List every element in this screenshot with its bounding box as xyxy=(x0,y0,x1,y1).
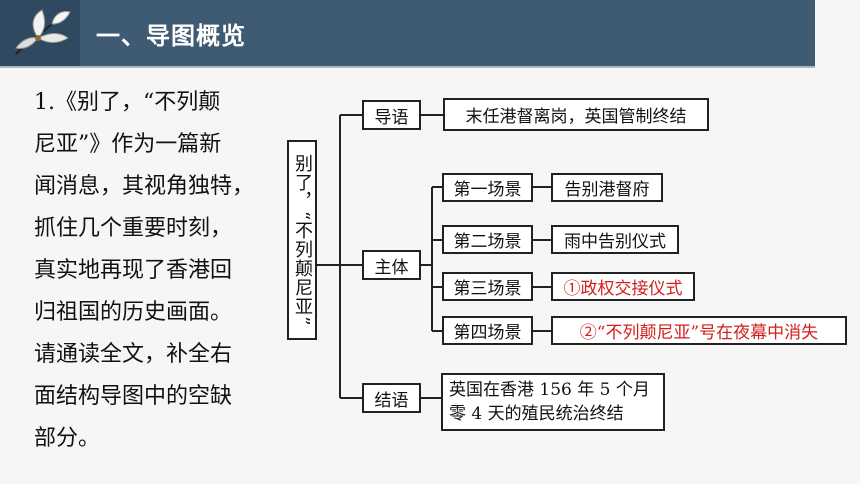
mindmap-root: 别了，“不列颠尼亚” xyxy=(287,140,317,340)
ending-text-line: 零 4 天的殖民统治终结 xyxy=(449,404,624,424)
scene-4-label: 第四场景 xyxy=(442,316,533,345)
scene-1-text: 告别港督府 xyxy=(551,173,663,202)
scene-2-text: 雨中告别仪式 xyxy=(551,225,679,254)
intro-text-box: 末任港督离岗，英国管制终结 xyxy=(443,98,709,131)
ending-text-box: 英国在香港 156 年 5 个月 零 4 天的殖民统治终结 xyxy=(441,373,665,431)
question-line: 归祖国的历史画面。 xyxy=(34,300,233,325)
scene-3-label: 第三场景 xyxy=(442,272,533,301)
ending-text-line: 英国在香港 156 年 5 个月 xyxy=(449,380,650,400)
magnolia-flower-icon xyxy=(15,9,71,55)
question-line: 闻消息，其视角独特， xyxy=(34,174,255,199)
scene-3-answer: ①政权交接仪式 xyxy=(551,272,695,301)
question-line: 请通读全文，补全右 xyxy=(34,342,233,367)
question-line: 部分。 xyxy=(34,426,101,451)
question-line: 尼亚”》作为一篇新 xyxy=(34,132,222,157)
header-underline xyxy=(0,66,815,68)
scene-1-label: 第一场景 xyxy=(442,173,533,202)
question-line: 真实地再现了香港回 xyxy=(34,258,233,283)
ending-label-box: 结语 xyxy=(362,383,421,413)
scene-4-answer: ②“不列颠尼亚”号在夜幕中消失 xyxy=(551,316,847,345)
question-text: 1.《别了，“不列颠 尼亚”》作为一篇新 闻消息，其视角独特， 抓住几个重要时刻… xyxy=(34,82,272,460)
question-line: 面结构导图中的空缺 xyxy=(34,384,233,409)
question-line: 1.《别了，“不列颠 xyxy=(34,90,221,115)
intro-label-box: 导语 xyxy=(362,100,421,130)
page-title: 一、导图概览 xyxy=(96,22,246,50)
body-label-box: 主体 xyxy=(362,250,421,280)
question-line: 抓住几个重要时刻， xyxy=(34,216,233,241)
scene-2-label: 第二场景 xyxy=(442,225,533,254)
